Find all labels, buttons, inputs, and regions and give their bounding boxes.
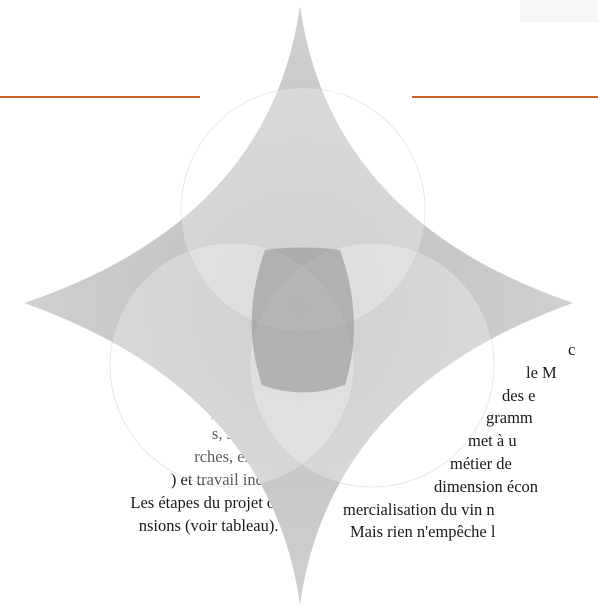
center-triangle	[252, 248, 354, 393]
